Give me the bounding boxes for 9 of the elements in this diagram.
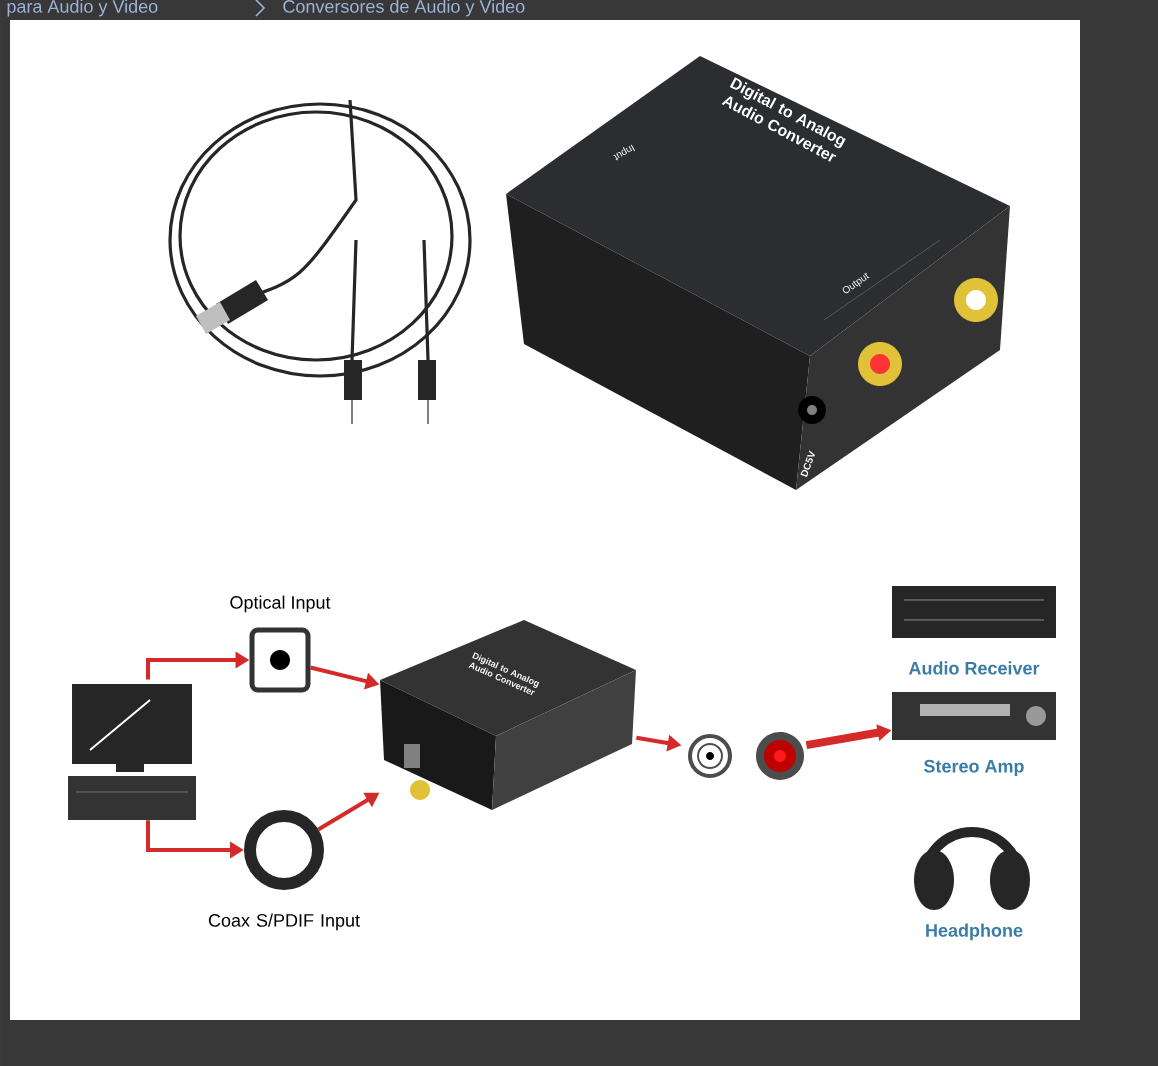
- icon-caption: Coax S/PDIF Input: [208, 913, 360, 931]
- icon-caption: Optical Input: [230, 595, 331, 613]
- rca-jacks-drawing: [688, 732, 804, 780]
- device-label: Audio Receiver: [908, 661, 1040, 675]
- breadcrumb-link: para Audio y Video: [7, 0, 158, 17]
- device-label: Stereo Amp: [924, 759, 1024, 777]
- device-label: Headphone: [926, 923, 1023, 941]
- tv-player-drawing: [68, 684, 196, 820]
- breadcrumb-link: Conversores de Audio y Video: [283, 0, 525, 17]
